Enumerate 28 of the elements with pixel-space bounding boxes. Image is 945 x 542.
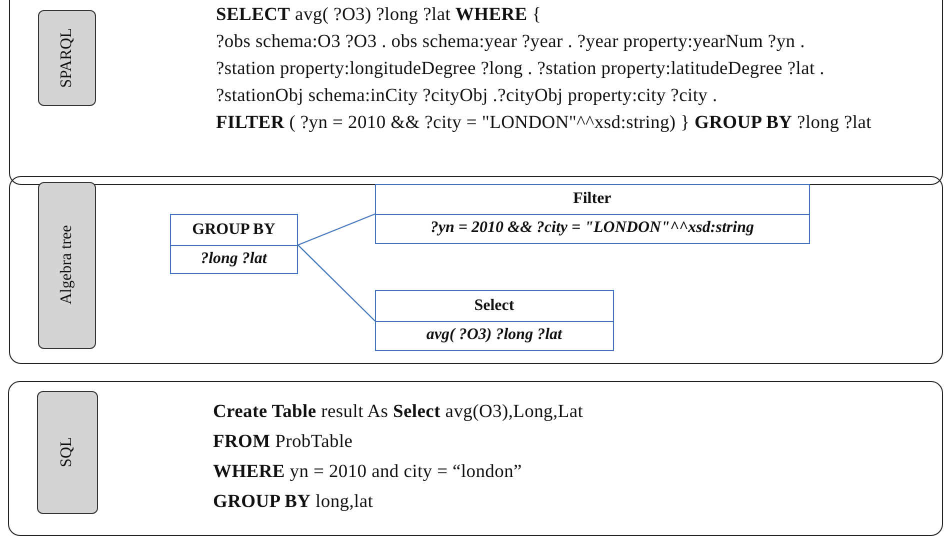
code-line: ?stationObj schema:inCity ?cityObj .?cityObj property:city ?city . bbox=[216, 87, 718, 106]
operator-argument: ?yn = 2010 && ?city = "LONDON"^^xsd:string bbox=[429, 218, 755, 238]
operator-box bbox=[170, 214, 298, 274]
panel-frame bbox=[9, 176, 943, 364]
connector-line bbox=[298, 244, 376, 322]
code-line: FILTER ( ?yn = 2010 && ?city = "LONDON"^^xsd:string) } GROUP BY ?long ?lat bbox=[216, 114, 872, 134]
operator-argument: avg( ?O3) ?long ?lat bbox=[425, 325, 564, 346]
code-line: ?station property:longitudeDegree ?long . ?station property:latitudeDegree ?lat . bbox=[216, 60, 825, 80]
code-line: GROUP BY long,lat bbox=[213, 493, 374, 512]
connector-line bbox=[298, 213, 376, 246]
operator-name: Select bbox=[376, 290, 613, 322]
operator-argument: ?long ?lat bbox=[200, 248, 268, 269]
side-tab bbox=[38, 10, 96, 106]
operator-box bbox=[374, 184, 810, 244]
side-tab bbox=[36, 390, 98, 514]
operator-name: GROUP BY bbox=[170, 214, 297, 246]
code-line: WHERE yn = 2010 and city = “london” bbox=[213, 463, 522, 482]
code-line: ?obs schema:O3 ?O3 . obs schema:year ?year . ?year property:yearNum ?yn . bbox=[216, 33, 805, 52]
code-line: SELECT avg( ?O3) ?long ?lat WHERE { bbox=[216, 6, 542, 26]
operator-name: Filter bbox=[376, 184, 809, 215]
tab-label: SPARQL bbox=[58, 28, 76, 88]
side-tab bbox=[38, 182, 96, 349]
code-line: Create Table result As Select avg(O3),Long,Lat bbox=[213, 403, 584, 422]
code-line: FROM ProbTable bbox=[213, 433, 353, 452]
tab-label: Algebra tree bbox=[58, 225, 76, 305]
tab-label: SQL bbox=[58, 437, 76, 468]
panel-frame bbox=[8, 381, 943, 536]
operator-box bbox=[374, 290, 614, 351]
